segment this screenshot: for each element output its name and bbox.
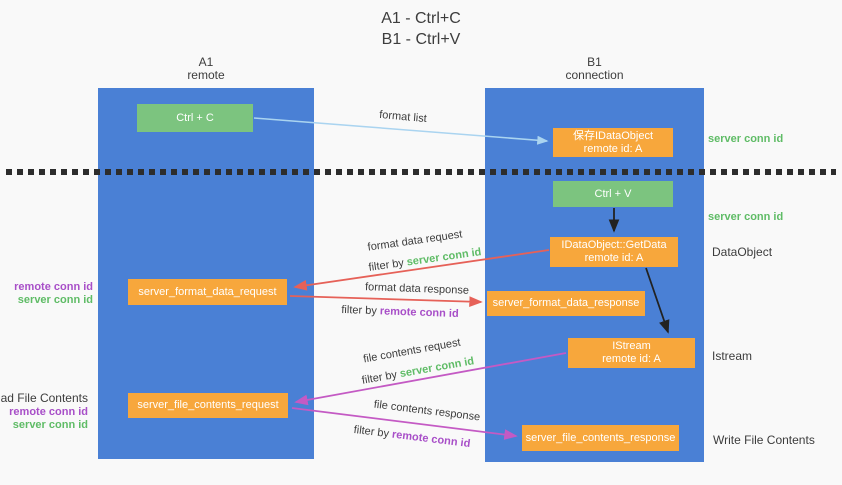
- lifeline-header-b1: B1 connection: [485, 56, 704, 82]
- lifeline-a1-name: A1: [198, 55, 214, 69]
- server-file-contents-response-box: server_file_contents_response: [522, 425, 679, 451]
- lifeline-b1-role: connection: [565, 68, 624, 82]
- diagram-title: A1 - Ctrl+C B1 - Ctrl+V: [0, 8, 842, 50]
- istream-annotation: Istream: [712, 349, 753, 363]
- server-conn-id-annotation-top: server conn id: [708, 133, 784, 145]
- getdata-line2: remote id: A: [584, 252, 644, 264]
- save-idataobject-line2: remote id: A: [583, 142, 643, 155]
- lifeline-a1-role: remote: [187, 68, 225, 82]
- file-contents-request-arrow: [294, 352, 567, 406]
- dataobject-annotation: DataObject: [712, 245, 773, 259]
- server-file-contents-request-box: server_file_contents_request: [128, 393, 288, 418]
- server-format-data-response-box: server_format_data_response: [487, 291, 645, 316]
- ctrl-v-action-box: Ctrl + V: [553, 181, 673, 207]
- file-contents-response-arrow: [291, 407, 518, 440]
- format-request-conn-ids-note: remote conn id server conn id: [14, 281, 93, 307]
- remote-conn-id-note-2: remote conn id: [9, 406, 88, 418]
- title-line-2: B1 - Ctrl+V: [381, 31, 461, 48]
- title-line-1: A1 - Ctrl+C: [381, 10, 461, 27]
- istream-line2: remote id: A: [602, 353, 661, 365]
- server-conn-id-note-2: server conn id: [12, 419, 88, 431]
- write-file-contents-annotation: Write File Contents: [713, 433, 815, 447]
- server-format-data-request-label: server_format_data_request: [138, 285, 277, 298]
- istream-line1: IStream: [612, 340, 651, 352]
- save-idataobject-line1: 保存IDataObject: [572, 129, 654, 142]
- getdata-to-istream-arrow: [645, 267, 670, 334]
- ctrl-c-label: Ctrl + C: [176, 112, 214, 124]
- server-file-contents-response-label: server_file_contents_response: [525, 431, 676, 444]
- istream-box: IStream remote id: A: [568, 338, 695, 368]
- format-data-response-arrow: [289, 295, 483, 308]
- lifeline-header-a1: A1 remote: [98, 56, 314, 82]
- idataobject-getdata-box: IDataObject::GetData remote id: A: [550, 237, 678, 267]
- read-file-contents-note: Read File Contents remote conn id server…: [0, 391, 88, 432]
- lifeline-b1-name: B1: [587, 55, 602, 69]
- ctrl-v-label: Ctrl + V: [594, 188, 632, 200]
- phase-divider-dotted-line: [6, 169, 836, 175]
- remote-conn-id-note-1: remote conn id: [14, 281, 93, 293]
- read-file-contents-label: Read File Contents: [0, 391, 88, 405]
- getdata-line1: IDataObject::GetData: [561, 239, 667, 251]
- server-format-data-response-label: server_format_data_response: [492, 297, 640, 309]
- server-conn-id-annotation-mid: server conn id: [708, 211, 784, 223]
- server-format-data-request-box: server_format_data_request: [128, 279, 287, 305]
- save-idataobject-box: 保存IDataObject remote id: A: [553, 128, 673, 157]
- format-list-arrow: [253, 117, 549, 145]
- server-conn-id-note-1: server conn id: [17, 294, 93, 306]
- format-response-filter-prefix: filter by: [341, 303, 381, 318]
- server-file-contents-request-label: server_file_contents_request: [137, 399, 279, 411]
- ctrl-c-action-box: Ctrl + C: [137, 104, 253, 132]
- format-data-request-arrow: [293, 249, 550, 291]
